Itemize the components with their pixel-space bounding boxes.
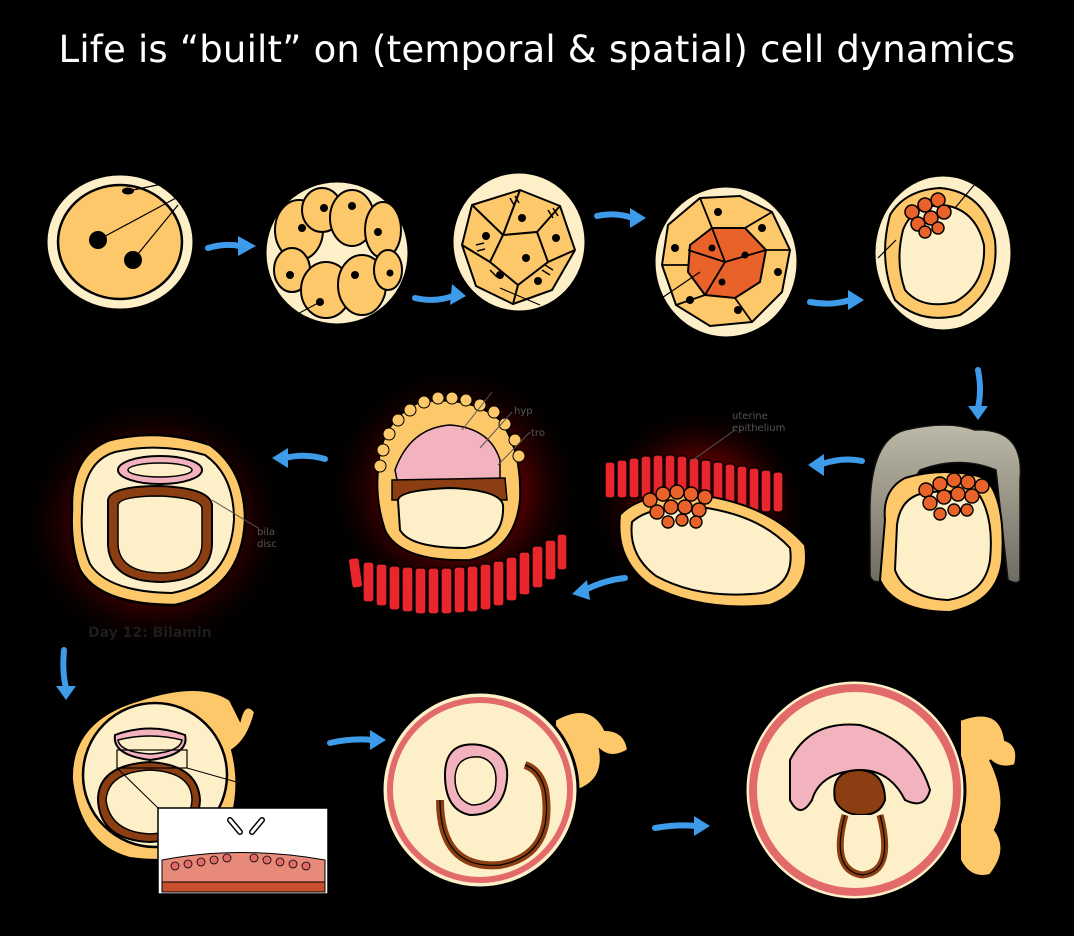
progression-arrows xyxy=(60,211,983,831)
progression-arrow-icon xyxy=(60,647,69,691)
progression-arrow-icon xyxy=(594,211,635,221)
stage-cleavage xyxy=(263,179,411,327)
stage-bilaminar: bila disc Day 12: Bilamin xyxy=(20,395,290,655)
label-day12: Day 12: Bilamin xyxy=(88,625,212,641)
label-hypoblast: hyp xyxy=(514,406,533,417)
slide-title: Life is “built” on (temporal & spatial) … xyxy=(58,28,1016,71)
progression-arrow-icon xyxy=(205,241,243,251)
stage-zygote xyxy=(44,172,196,312)
stage-compaction xyxy=(450,170,588,314)
progression-arrow-icon xyxy=(652,822,699,831)
label-bilaminar: bila xyxy=(257,527,275,538)
label-epithelium: epithelium xyxy=(732,423,785,434)
progression-arrow-icon xyxy=(282,452,328,462)
stage-hypoblast: hyp tro xyxy=(325,365,585,615)
progression-arrow-icon xyxy=(327,736,375,746)
label-disc: disc xyxy=(257,539,277,550)
stage-gastrulation xyxy=(70,689,329,895)
label-trophoblast: tro xyxy=(531,428,545,439)
stage-implantation: uterine epithelium xyxy=(590,405,810,615)
progression-arrow-icon xyxy=(807,297,853,307)
stage-advanced-folding xyxy=(743,678,1018,902)
arrow-heads xyxy=(56,208,988,836)
label-uterine: uterine xyxy=(732,411,768,422)
progression-arrow-icon xyxy=(582,575,628,593)
progression-arrow-icon xyxy=(819,456,865,467)
stage-folding xyxy=(380,690,630,890)
progression-arrow-icon xyxy=(975,367,983,411)
progression-arrow-icon xyxy=(412,292,458,303)
stage-blastocyst xyxy=(872,173,1014,333)
stage-morula xyxy=(652,184,800,340)
stage-attachment xyxy=(869,424,1022,614)
